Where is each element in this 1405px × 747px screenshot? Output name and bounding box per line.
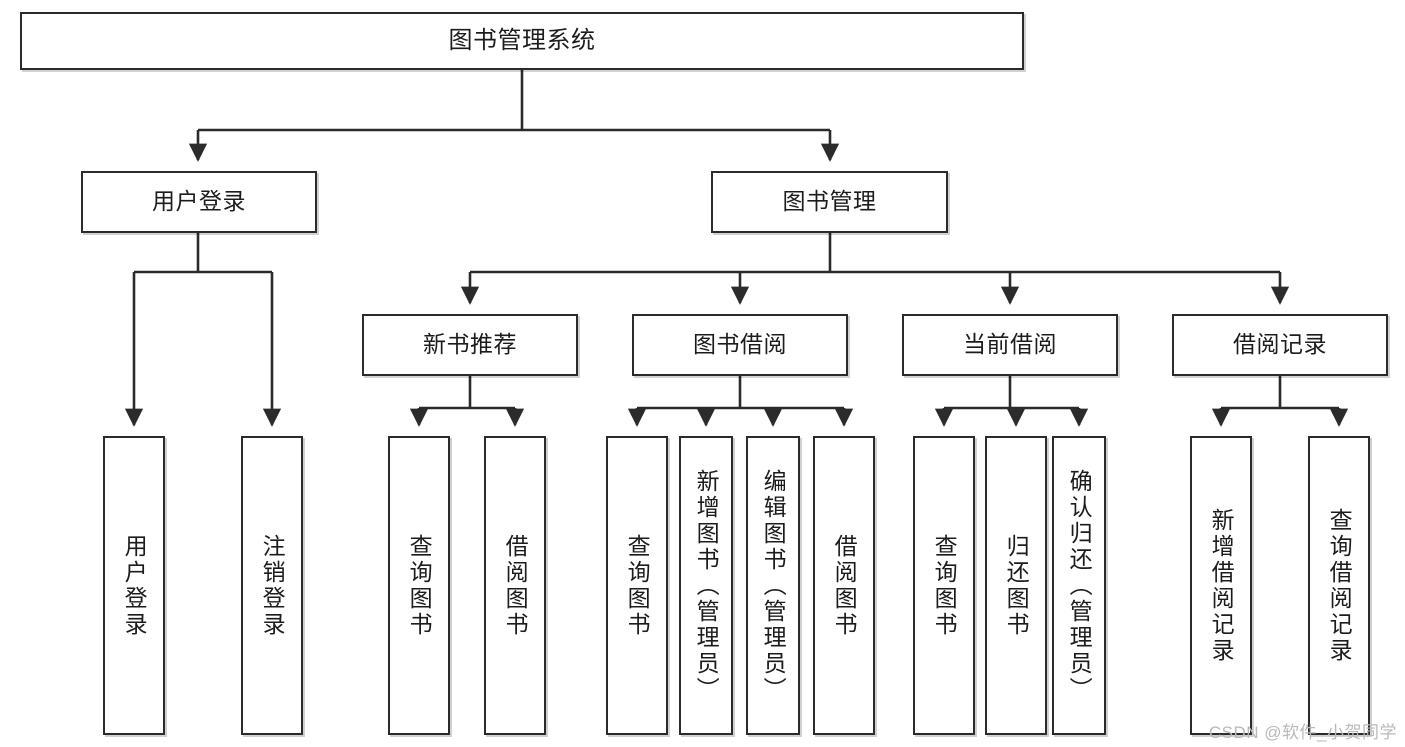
node-leaf-add-book[interactable]: 新增图书（管理员） bbox=[679, 436, 733, 735]
node-leaf-query-book-3[interactable]: 查询图书 bbox=[913, 436, 975, 735]
node-leaf-add-record[interactable]: 新增借阅记录 bbox=[1190, 436, 1252, 735]
node-leaf-edit-book[interactable]: 编辑图书（管理员） bbox=[746, 436, 800, 735]
node-label: 用户登录 bbox=[121, 533, 148, 638]
node-root-system[interactable]: 图书管理系统 bbox=[20, 12, 1024, 70]
node-leaf-logout[interactable]: 注销登录 bbox=[241, 436, 303, 735]
node-label: 查询图书 bbox=[624, 533, 651, 638]
node-label: 编辑图书（管理员） bbox=[760, 468, 787, 703]
node-label: 查询图书 bbox=[406, 533, 433, 638]
node-leaf-user-login[interactable]: 用户登录 bbox=[103, 436, 165, 735]
node-leaf-query-record[interactable]: 查询借阅记录 bbox=[1308, 436, 1370, 735]
node-leaf-query-book-2[interactable]: 查询图书 bbox=[606, 436, 668, 735]
node-new-book-rec[interactable]: 新书推荐 bbox=[362, 314, 578, 376]
node-label: 图书管理 bbox=[782, 188, 877, 215]
node-leaf-borrow-book-2[interactable]: 借阅图书 bbox=[813, 436, 875, 735]
node-label: 图书管理系统 bbox=[448, 26, 596, 54]
node-label: 查询借阅记录 bbox=[1326, 507, 1353, 664]
node-book-manage[interactable]: 图书管理 bbox=[711, 171, 948, 233]
node-book-borrow[interactable]: 图书借阅 bbox=[632, 314, 848, 376]
node-leaf-confirm-return[interactable]: 确认归还（管理员） bbox=[1052, 436, 1106, 735]
node-label: 用户登录 bbox=[152, 188, 246, 215]
node-label: 借阅记录 bbox=[1233, 331, 1327, 358]
node-label: 借阅图书 bbox=[502, 533, 529, 638]
watermark-text: CSDN @软件_小贺同学 bbox=[1208, 723, 1397, 742]
node-label: 注销登录 bbox=[259, 533, 286, 638]
node-label: 图书借阅 bbox=[693, 331, 787, 358]
node-leaf-borrow-book-1[interactable]: 借阅图书 bbox=[484, 436, 546, 735]
node-leaf-return-book[interactable]: 归还图书 bbox=[985, 436, 1047, 735]
node-leaf-query-book-1[interactable]: 查询图书 bbox=[388, 436, 450, 735]
node-label: 查询图书 bbox=[931, 533, 958, 638]
node-label: 借阅图书 bbox=[831, 533, 858, 638]
node-label: 新增借阅记录 bbox=[1208, 507, 1235, 664]
node-user-login[interactable]: 用户登录 bbox=[81, 171, 317, 233]
node-current-borrow[interactable]: 当前借阅 bbox=[902, 314, 1118, 376]
node-label: 归还图书 bbox=[1003, 533, 1030, 638]
node-label: 新增图书（管理员） bbox=[693, 468, 720, 703]
node-label: 新书推荐 bbox=[423, 331, 517, 358]
node-label: 当前借阅 bbox=[963, 331, 1057, 358]
node-label: 确认归还（管理员） bbox=[1066, 468, 1093, 703]
node-borrow-record[interactable]: 借阅记录 bbox=[1172, 314, 1388, 376]
